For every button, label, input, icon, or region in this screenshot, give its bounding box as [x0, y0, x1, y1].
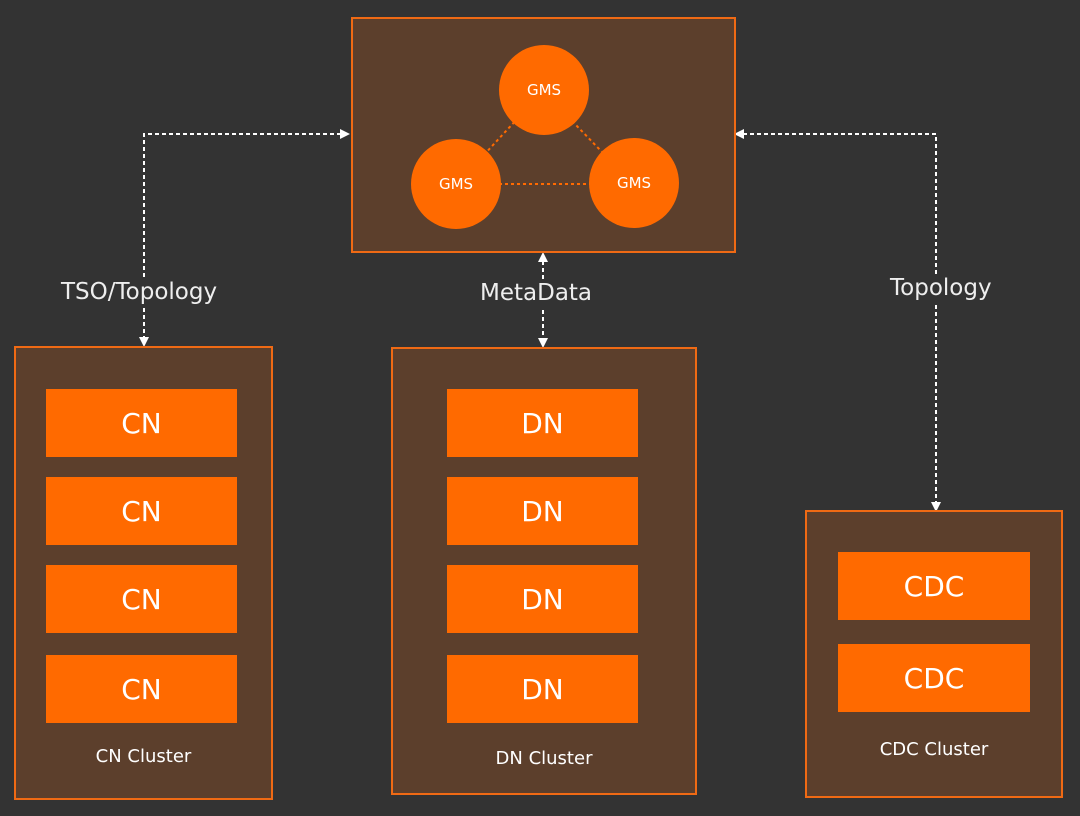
- cdc-cluster-label: CDC Cluster: [879, 739, 989, 760]
- cn-node: CN: [46, 565, 237, 633]
- tso-topology-connector: [139, 129, 350, 347]
- dn-node: DN: [447, 655, 638, 723]
- gms-node-right: GMS: [589, 138, 679, 228]
- topology-connector: [734, 129, 941, 512]
- dn-node: DN: [447, 565, 638, 633]
- cdc-node: CDC: [838, 552, 1030, 620]
- cn-node: CN: [46, 655, 237, 723]
- topology-label: Topology: [887, 274, 995, 302]
- cn-cluster-label: CN Cluster: [95, 746, 192, 767]
- dn-cluster-label: DN Cluster: [495, 748, 593, 769]
- cn-node: CN: [46, 477, 237, 545]
- cn-node: CN: [46, 389, 237, 457]
- gms-node-top: GMS: [499, 45, 589, 135]
- dn-node: DN: [447, 389, 638, 457]
- gms-node-left: GMS: [411, 139, 501, 229]
- dn-node: DN: [447, 477, 638, 545]
- cdc-node: CDC: [838, 644, 1030, 712]
- metadata-label: MetaData: [477, 279, 596, 307]
- tso-topology-label: TSO/Topology: [58, 278, 221, 306]
